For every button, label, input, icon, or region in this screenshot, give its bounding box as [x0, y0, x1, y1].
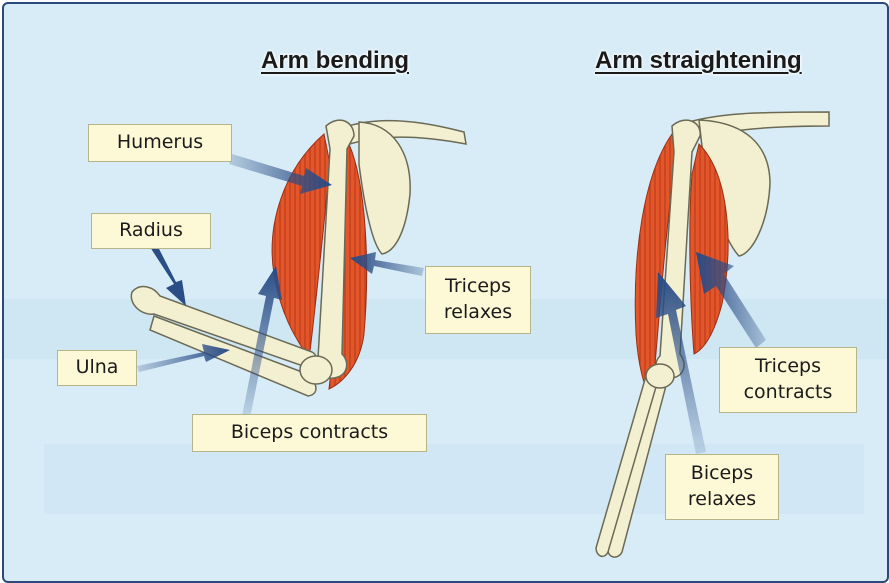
label-triceps-relaxes-line2: relaxes	[444, 300, 512, 326]
label-triceps-contracts: Triceps contracts	[719, 347, 857, 413]
label-triceps-relaxes: Triceps relaxes	[425, 266, 531, 334]
heading-arm-bending: Arm bending	[261, 47, 409, 75]
clavicle-left	[339, 121, 466, 146]
label-biceps-contracts-text: Biceps contracts	[231, 420, 388, 446]
label-biceps-relaxes-line2: relaxes	[688, 487, 756, 513]
label-biceps-relaxes-line1: Biceps	[691, 461, 753, 487]
label-ulna: Ulna	[57, 350, 137, 386]
label-radius-text: Radius	[119, 218, 183, 244]
label-biceps-contracts: Biceps contracts	[192, 414, 427, 452]
label-ulna-text: Ulna	[76, 355, 119, 381]
label-biceps-relaxes: Biceps relaxes	[665, 454, 779, 520]
heading-arm-straightening: Arm straightening	[595, 47, 802, 75]
scapula-left	[359, 122, 410, 254]
label-triceps-contracts-line2: contracts	[744, 380, 833, 406]
elbow-right	[646, 364, 674, 388]
label-triceps-relaxes-line1: Triceps	[445, 274, 511, 300]
label-humerus: Humerus	[88, 124, 232, 162]
elbow-left	[300, 356, 332, 384]
label-humerus-text: Humerus	[117, 130, 203, 156]
label-radius: Radius	[91, 213, 211, 249]
label-triceps-contracts-line1: Triceps	[755, 354, 821, 380]
